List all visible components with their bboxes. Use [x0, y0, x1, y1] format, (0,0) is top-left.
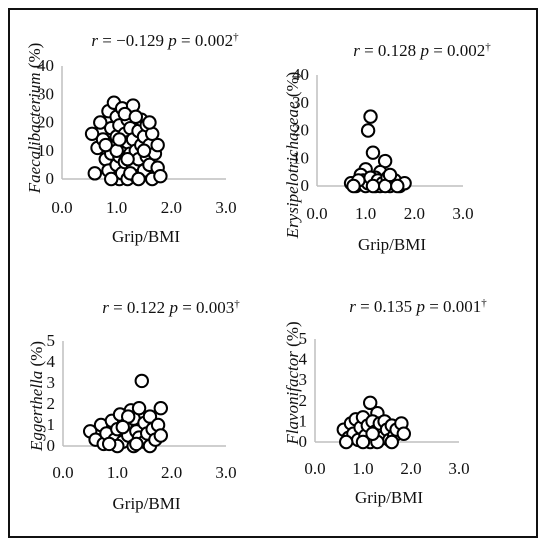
- chart-panel-3: r = 0.122 p = 0.003† 0 1 2 3 4 5 0.0 1.0 2.0 3.0Gr…: [27, 298, 240, 513]
- chart-stat-title: r = 0.135 p = 0.001†: [349, 297, 487, 316]
- y-tick-label: 20: [292, 121, 309, 140]
- y-tick-label: 4: [47, 352, 56, 371]
- scatter-point: [131, 171, 146, 187]
- chart-panel-1: r = −0.129 p = 0.002† 0 10 20 30 40 0.0 1.0 2.0 3…: [25, 31, 239, 246]
- scatter-point: [365, 145, 381, 160]
- y-tick-label: 0: [299, 432, 308, 451]
- y-tick-label: 0: [46, 169, 55, 188]
- x-axis-label: Grip/BMI: [355, 488, 423, 507]
- scatter-point: [128, 109, 144, 125]
- y-tick-label: 10: [37, 141, 54, 160]
- y-axis-label: Flavonifactor (%): [283, 321, 302, 445]
- x-tick-label: 2.0: [400, 459, 421, 478]
- x-tick-label: 1.0: [355, 204, 376, 223]
- scatter-point: [360, 123, 376, 138]
- scatter-point: [153, 401, 169, 416]
- scatter-point: [84, 126, 100, 142]
- y-tick-label: 10: [292, 148, 309, 167]
- x-tick-label: 1.0: [352, 459, 373, 478]
- x-tick-label: 1.0: [106, 198, 127, 217]
- chart-stat-title: r = −0.129 p = 0.002†: [91, 31, 239, 50]
- scatter-point: [112, 132, 127, 147]
- scatter-point: [363, 395, 378, 411]
- y-tick-label: 2: [299, 391, 308, 410]
- scatter-point: [346, 178, 361, 194]
- y-tick-label: 40: [292, 65, 309, 84]
- y-tick-label: 5: [299, 329, 308, 348]
- y-tick-label: 1: [47, 415, 56, 434]
- y-tick-label: 40: [37, 56, 54, 75]
- x-tick-label: 0.0: [304, 459, 325, 478]
- x-axis-label: Grip/BMI: [358, 235, 426, 254]
- scatter-point: [153, 168, 168, 184]
- scatter-point: [142, 115, 157, 130]
- x-tick-label: 0.0: [52, 463, 73, 482]
- figure-border: [8, 8, 538, 538]
- x-tick-label: 2.0: [161, 198, 182, 217]
- scatter-point: [365, 178, 381, 194]
- y-tick-label: 3: [47, 373, 56, 392]
- y-tick-label: 0: [301, 176, 310, 195]
- x-tick-label: 3.0: [215, 198, 236, 217]
- chart-stat-title: r = 0.122 p = 0.003†: [102, 298, 240, 317]
- y-tick-label: 3: [299, 370, 308, 389]
- y-tick-label: 4: [299, 350, 308, 369]
- scatter-point: [365, 426, 380, 441]
- scatter-point: [150, 137, 165, 153]
- scatter-point: [101, 436, 117, 452]
- x-axis-label: Grip/BMI: [112, 227, 180, 246]
- y-tick-label: 5: [47, 331, 56, 350]
- y-tick-label: 30: [37, 84, 54, 103]
- y-axis-label: Faecalibacterium (%): [25, 43, 44, 195]
- scatter-point: [339, 434, 354, 450]
- scatter-point: [93, 115, 108, 130]
- y-tick-label: 2: [47, 394, 56, 413]
- scatter-point: [120, 152, 135, 167]
- scatter-point: [98, 137, 113, 153]
- scatter-point: [115, 419, 130, 435]
- y-axis-label: Eggerthella (%): [27, 341, 46, 452]
- scatter-point: [131, 401, 147, 416]
- scatter-point: [355, 434, 371, 450]
- scatter-point: [134, 373, 149, 389]
- chart-stat-title: r = 0.128 p = 0.002†: [353, 41, 491, 60]
- y-tick-label: 30: [292, 93, 309, 112]
- y-tick-label: 1: [299, 411, 308, 430]
- x-tick-label: 2.0: [404, 204, 425, 223]
- scatter-point: [129, 436, 144, 452]
- x-tick-label: 3.0: [452, 204, 473, 223]
- scatter-point: [384, 434, 399, 450]
- chart-panel-2: r = 0.128 p = 0.002† 0 10 20 30 40 0.0 1.0 2.0 3.…: [283, 41, 491, 254]
- y-tick-label: 0: [47, 436, 56, 455]
- x-tick-label: 0.0: [51, 198, 72, 217]
- scatter-point: [396, 426, 411, 441]
- x-tick-label: 0.0: [306, 204, 327, 223]
- x-tick-label: 3.0: [448, 459, 469, 478]
- scatter-point: [136, 143, 152, 158]
- scatter-point: [153, 428, 169, 443]
- x-axis-label: Grip/BMI: [113, 494, 181, 513]
- x-tick-label: 1.0: [107, 463, 128, 482]
- scatter-point: [363, 109, 378, 124]
- x-tick-label: 2.0: [161, 463, 182, 482]
- scatter-point: [390, 178, 405, 194]
- y-axis-label: Erysipelotrichaceae (%): [283, 72, 302, 240]
- scatter-point: [382, 167, 398, 183]
- x-tick-label: 3.0: [215, 463, 236, 482]
- scatter-point: [104, 171, 119, 187]
- scatter-point: [87, 166, 103, 181]
- y-tick-label: 20: [37, 113, 54, 132]
- chart-panel-4: r = 0.135 p = 0.001† 0 12 34 5 0.0 1.0 2.0 3.0Gr…: [283, 297, 487, 507]
